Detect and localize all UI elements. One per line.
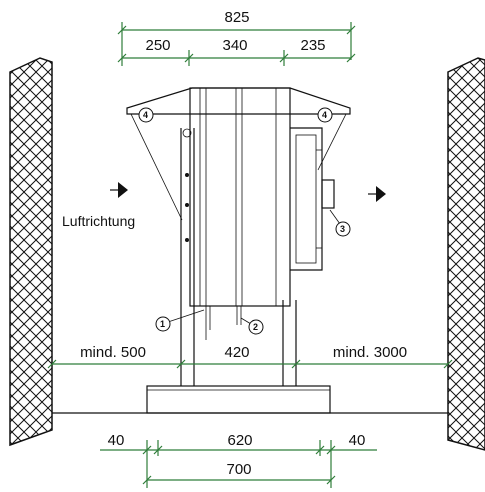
unit-housing [182, 87, 291, 307]
svg-text:620: 620 [227, 432, 252, 449]
svg-text:3: 3 [340, 224, 345, 234]
callout-4-left: 4 [138, 107, 154, 123]
svg-text:4: 4 [322, 110, 327, 120]
callout-3: 3 [329, 209, 351, 237]
svg-text:700: 700 [226, 461, 251, 478]
airflow-arrow-right [368, 186, 386, 202]
weather-hood [126, 87, 351, 221]
callout-1: 1 [155, 309, 205, 332]
svg-text:250: 250 [145, 37, 170, 54]
svg-text:mind. 3000: mind. 3000 [333, 344, 407, 361]
fan-unit [290, 127, 335, 271]
foundation-base [146, 385, 331, 414]
callout-2: 2 [240, 317, 264, 335]
dim-clearances: mind. 500 420 mind. 3000 [47, 344, 453, 369]
svg-text:235: 235 [300, 37, 325, 54]
svg-text:420: 420 [224, 344, 249, 361]
svg-text:2: 2 [253, 322, 258, 332]
svg-text:40: 40 [108, 432, 125, 449]
airflow-arrow-left [110, 182, 128, 198]
svg-text:mind. 500: mind. 500 [80, 344, 146, 361]
svg-text:1: 1 [160, 319, 165, 329]
drain-pipes [205, 306, 242, 340]
dim-part-widths: 250 340 235 [117, 37, 356, 66]
airflow-label: Luftrichtung [62, 213, 135, 229]
callout-4-right: 4 [317, 107, 333, 123]
support-legs [180, 128, 297, 386]
right-wall [447, 57, 485, 451]
svg-text:825: 825 [224, 9, 249, 26]
dim-base-width: 700 [142, 461, 336, 485]
svg-text:40: 40 [349, 432, 366, 449]
left-wall [9, 57, 53, 447]
svg-text:340: 340 [222, 37, 247, 54]
dim-overall-width: 825 [117, 9, 356, 66]
svg-text:4: 4 [143, 110, 148, 120]
